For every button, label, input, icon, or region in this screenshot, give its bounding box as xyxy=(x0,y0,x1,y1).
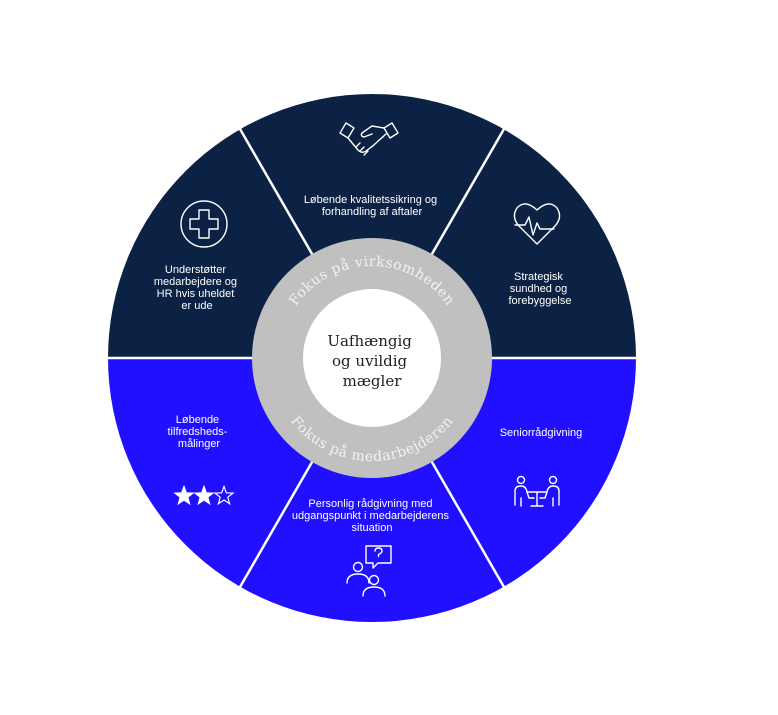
segment-label-bottom-left: Løbende tilfredsheds- målinger xyxy=(168,414,231,450)
medical-cross-icon xyxy=(180,200,228,248)
center-circle xyxy=(303,289,441,427)
star-rating-icon xyxy=(173,484,235,506)
meeting-table-icon xyxy=(514,475,560,507)
star-filled-icon xyxy=(173,484,195,506)
star-filled-icon xyxy=(193,484,215,506)
handshake-icon xyxy=(339,122,399,156)
segment-label-top-left: Understøtter medarbejdere og HR hvis uhe… xyxy=(154,264,240,312)
advice-question-icon xyxy=(346,545,392,597)
segment-label-top-right: Strategisk sundhed og forebyggelse xyxy=(509,271,572,307)
top-half-business-focus xyxy=(108,94,636,358)
segment-label-bottom-right: Seniorrådgivning xyxy=(500,427,583,439)
heartbeat-icon xyxy=(513,203,561,245)
center-title: Uafhængig og uvildig mægler xyxy=(327,332,416,390)
star-empty-icon xyxy=(213,484,235,506)
segment-label-top: Løbende kvalitetssikring og forhandling … xyxy=(304,194,440,218)
segment-label-bottom: Personlig rådgivning med udgangspunkt i … xyxy=(292,498,452,534)
bottom-half-employee-focus xyxy=(108,358,636,622)
